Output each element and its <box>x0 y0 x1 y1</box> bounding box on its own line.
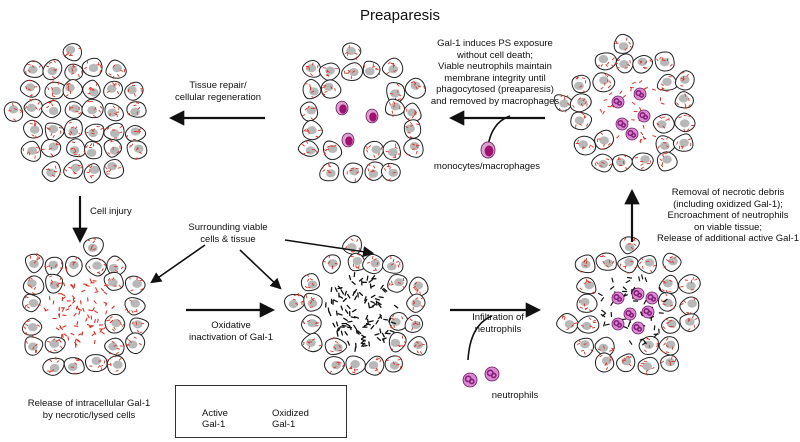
legend-active-label: Active Gal-1 <box>202 408 228 430</box>
label-neutrophils: neutrophils <box>491 390 539 401</box>
legend: Active Gal-1 Oxidized Gal-1 <box>175 385 347 438</box>
cluster-macrophages <box>297 42 426 184</box>
arrow-surrounding-right <box>284 239 375 258</box>
cluster-injured <box>22 237 150 376</box>
arrow-surrounding-left <box>150 244 206 284</box>
label-cell-injury: Cell injury <box>90 206 132 217</box>
legend-oxidized-label: Oxidized Gal-1 <box>272 408 309 430</box>
arrow-surrounding-mid <box>239 249 282 290</box>
label-infiltration: Infiltration of neutrophils <box>472 312 524 335</box>
label-release: Release of intracellular Gal-1 by necrot… <box>27 398 151 421</box>
arrow-neutrophil-curve <box>467 315 493 361</box>
cluster-repaired <box>3 43 148 184</box>
tissue-clusters <box>3 33 701 376</box>
cluster-infiltrated <box>556 236 701 376</box>
free-cells <box>462 141 500 388</box>
label-surrounding: Surrounding viable cells & tissue <box>188 222 268 245</box>
label-removal: Removal of necrotic debris (including ox… <box>656 187 800 244</box>
cluster-oxidized <box>284 235 429 376</box>
page-title: Preaparesis <box>359 7 441 24</box>
label-monocytes: monocytes/macrophages <box>433 161 541 172</box>
cluster-preaparesis <box>553 33 696 173</box>
label-gal1-ps: Gal-1 induces PS exposure without cell d… <box>430 38 560 107</box>
label-tissue-repair: Tissue repair/ cellular regeneration <box>174 80 262 103</box>
arrow-monocyte-curve <box>487 115 511 147</box>
label-oxidative: Oxidative inactivation of Gal-1 <box>189 320 273 343</box>
arrows <box>72 110 640 361</box>
